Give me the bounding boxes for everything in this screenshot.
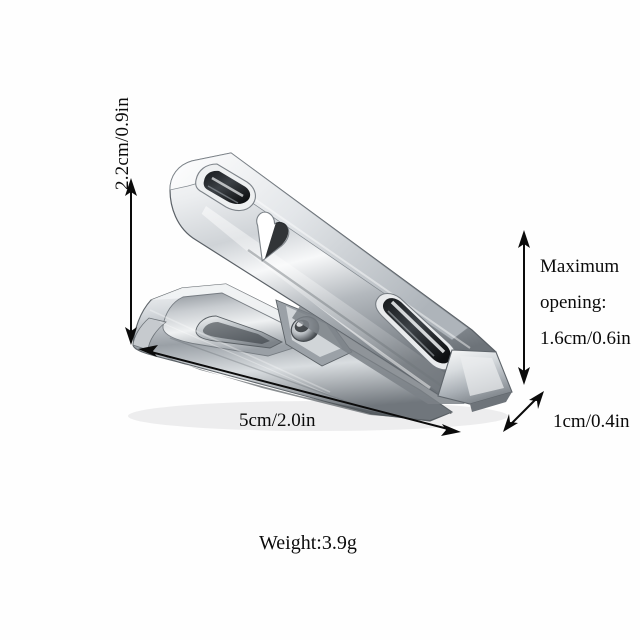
heart-cutout — [256, 211, 290, 262]
max-opening-line-3: 1.6cm/0.6in — [540, 328, 631, 349]
dimension-arrows — [125, 178, 544, 436]
max-opening-line-1: Maximum — [540, 256, 620, 277]
arrow-length — [138, 345, 461, 436]
lower-jaw — [132, 283, 454, 422]
dimension-label-depth: 1cm/0.4in — [553, 411, 630, 432]
arrow-height — [125, 178, 137, 345]
long-slot — [375, 292, 458, 371]
upper-lever — [169, 152, 513, 412]
drop-shadow — [128, 401, 508, 431]
top-oval-slot — [195, 163, 256, 212]
max-opening-line-2: opening: — [540, 292, 607, 313]
dimension-label-max-opening: Maximum opening: 1.6cm/0.6in — [540, 249, 631, 357]
weight-label: Weight:3.9g — [259, 532, 357, 554]
dimension-label-height-text: 2.2cm/0.9in — [112, 97, 133, 190]
end-tab — [437, 349, 513, 412]
dimension-label-length: 5cm/2.0in — [239, 410, 316, 431]
arrow-depth — [503, 391, 544, 432]
arrow-max-opening — [518, 230, 530, 385]
